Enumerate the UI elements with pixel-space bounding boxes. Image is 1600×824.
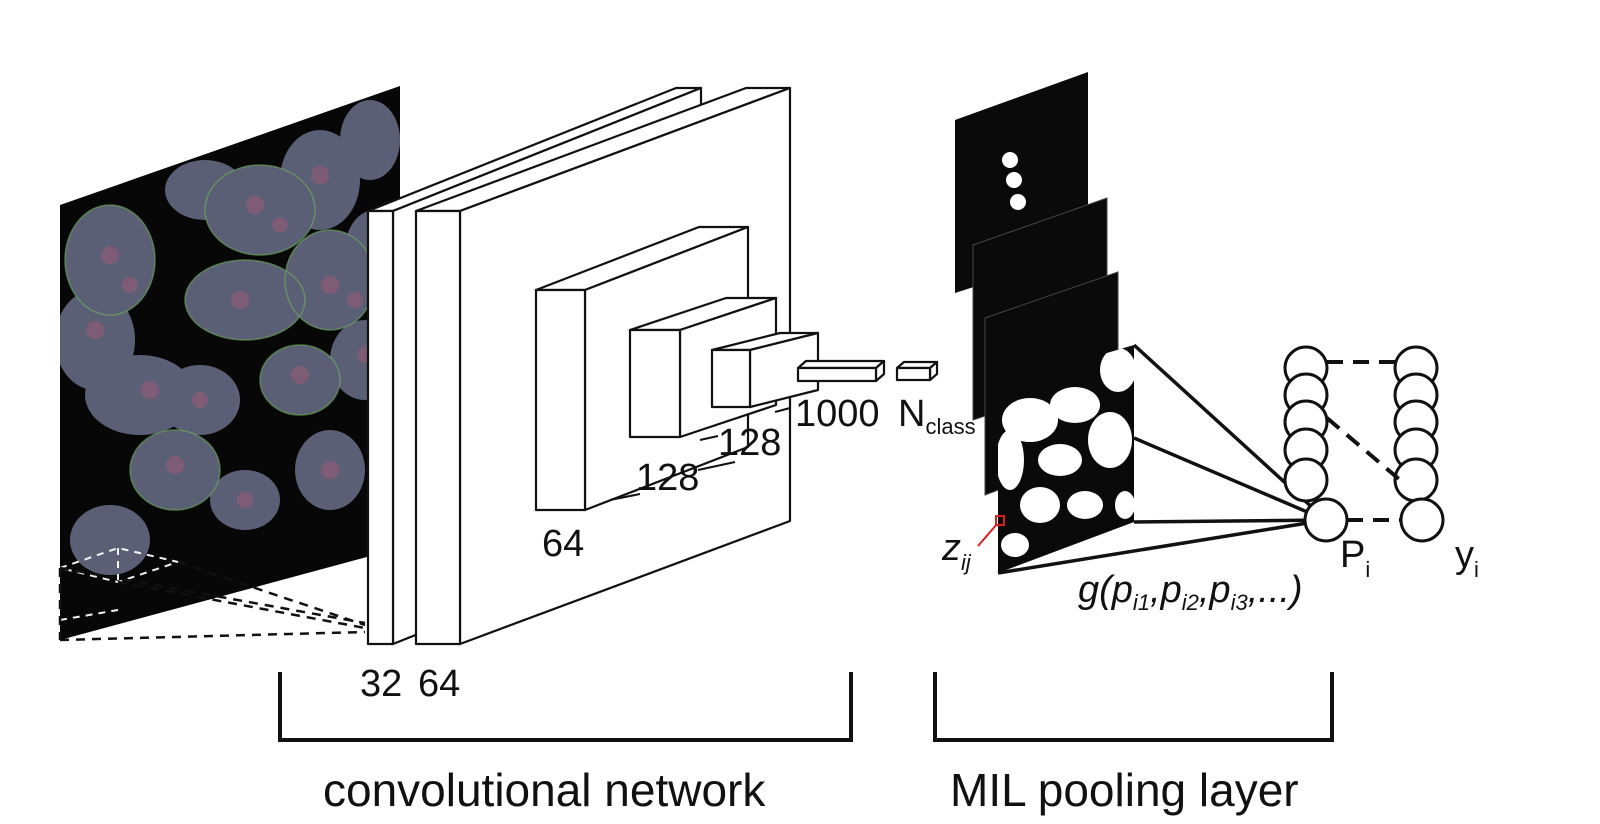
label-64-a: 64: [418, 663, 460, 705]
label-32: 32: [360, 663, 402, 705]
receptive-field-projection: [58, 560, 366, 642]
dimension-lines: [609, 407, 791, 501]
label-1000: 1000: [795, 393, 880, 435]
ellipsis-dots: [1002, 152, 1026, 210]
convnet-bracket: [278, 672, 853, 742]
input-microscopy-image: [58, 86, 400, 642]
instance-pointer: [977, 523, 998, 547]
convnet-caption: convolutional network: [323, 764, 766, 816]
label-64-b: 64: [542, 523, 584, 565]
feature-map-stack: [955, 72, 1134, 573]
label-y-i: yi: [1455, 534, 1479, 582]
label-z-ij: zij: [941, 527, 972, 575]
label-p-i: Pi: [1340, 534, 1370, 582]
instance-highlight: [995, 515, 1005, 526]
label-128-a: 128: [636, 457, 699, 499]
fc-layer-nclass: [895, 360, 939, 382]
mil-caption: MIL pooling layer: [950, 764, 1299, 816]
node-connections: [1325, 360, 1402, 522]
conv-layer-128-small: [710, 331, 820, 409]
label-n-class: Nclass: [898, 393, 976, 439]
mil-bracket: [933, 672, 1334, 742]
pooled-probability-nodes: [1283, 345, 1349, 543]
pooling-function-label: g(pi1,pi2,pi3,...): [1078, 569, 1303, 615]
label-nodes: [1393, 345, 1445, 543]
fc-layer-1000: [796, 359, 886, 383]
label-128-b: 128: [718, 422, 781, 464]
